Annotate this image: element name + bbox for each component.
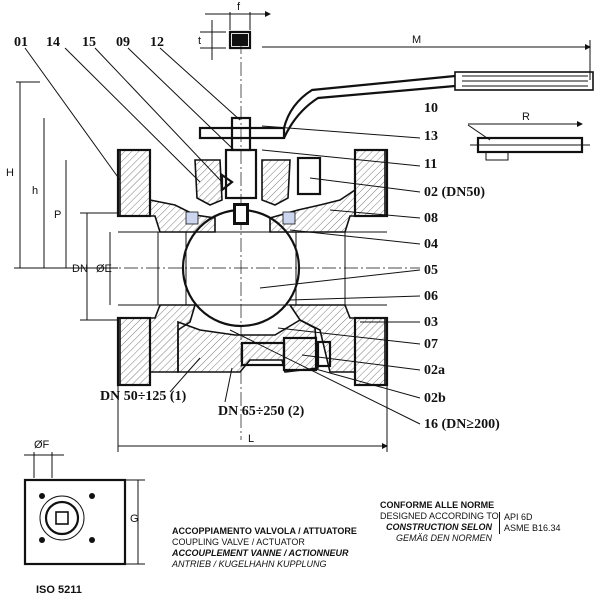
- dim-M: M: [412, 34, 421, 46]
- callout-02a: 02a: [424, 363, 445, 378]
- coupling-line-1: ACCOPPIAMENTO VALVOLA / ATTUATORE: [172, 526, 357, 536]
- body-bolts: [240, 156, 332, 372]
- callout-13: 13: [424, 129, 438, 144]
- conformity-line-3: CONSTRUCTION SELON: [385, 522, 492, 532]
- leader-lines: [24, 47, 491, 425]
- standard-asme: ASME B16.34: [504, 523, 561, 533]
- coupling-note: ACCOPPIAMENTO VALVOLA / ATTUATORE COUPLI…: [172, 526, 392, 570]
- callout-16: 16 (DN≥200): [424, 417, 500, 432]
- dim-L: L: [248, 433, 254, 445]
- callout-02b: 02b: [424, 391, 446, 406]
- dim-t: t: [198, 35, 201, 47]
- coupling-line-2: COUPLING VALVE / ACTUATOR: [172, 537, 305, 547]
- callout-02: 02 (DN50): [424, 185, 485, 200]
- dim-f: f: [237, 1, 241, 13]
- coupling-line-3: ACCOUPLEMENT VANNE / ACTIONNEUR: [172, 548, 349, 558]
- handle-top-view: [470, 136, 590, 161]
- dim-DN: DN: [72, 263, 88, 275]
- dimension-lines: [14, 11, 591, 452]
- conformity-line-1: CONFORME ALLE NORME: [380, 500, 495, 510]
- callout-03: 03: [424, 315, 438, 330]
- callout-11: 11: [424, 157, 437, 172]
- conformity-line-4: GEMÄß DEN NORMEN: [395, 533, 492, 543]
- callout-12: 12: [150, 35, 164, 50]
- callout-09: 09: [116, 35, 130, 50]
- dim-P: P: [54, 209, 61, 221]
- callout-04: 04: [424, 237, 438, 252]
- callout-01: 01: [14, 35, 28, 50]
- iso-label: ISO 5211: [36, 584, 82, 596]
- callout-15: 15: [82, 35, 96, 50]
- callout-14: 14: [46, 35, 60, 50]
- callout-07: 07: [424, 337, 438, 352]
- dim-E: ØE: [96, 263, 112, 275]
- coupling-line-4: ANTRIEB / KUGELHAHN KUPPLUNG: [172, 559, 327, 569]
- dimension-labels: f t M R H h P DN ØE L ØF G: [6, 1, 530, 525]
- callouts: 01 14 15 09 12 10 13 11 02 (DN50) 08 04 …: [14, 35, 500, 432]
- valve-body: [116, 148, 389, 387]
- callout-dn50-125: DN 50÷125 (1): [100, 389, 187, 404]
- callout-10: 10: [424, 101, 438, 116]
- dim-h: h: [32, 185, 38, 197]
- conformity-note: CONFORME ALLE NORME DESIGNED ACCORDING T…: [380, 500, 499, 544]
- callout-dn65-250: DN 65÷250 (2): [218, 404, 305, 419]
- callout-06: 06: [424, 289, 438, 304]
- standard-api: API 6D: [504, 512, 533, 522]
- dim-F: ØF: [34, 439, 50, 451]
- callout-05: 05: [424, 263, 438, 278]
- dim-R: R: [522, 111, 530, 123]
- dim-G: G: [130, 513, 139, 525]
- handle-grip-ribs: [462, 75, 588, 87]
- callout-08: 08: [424, 211, 438, 226]
- iso-flange-view: [23, 452, 145, 566]
- stem-assembly: [198, 30, 594, 225]
- centerlines: [80, 40, 420, 440]
- standards-list: API 6D ASME B16.34: [499, 512, 594, 534]
- conformity-line-2: DESIGNED ACCORDING TO: [380, 511, 499, 521]
- dim-H: H: [6, 167, 14, 179]
